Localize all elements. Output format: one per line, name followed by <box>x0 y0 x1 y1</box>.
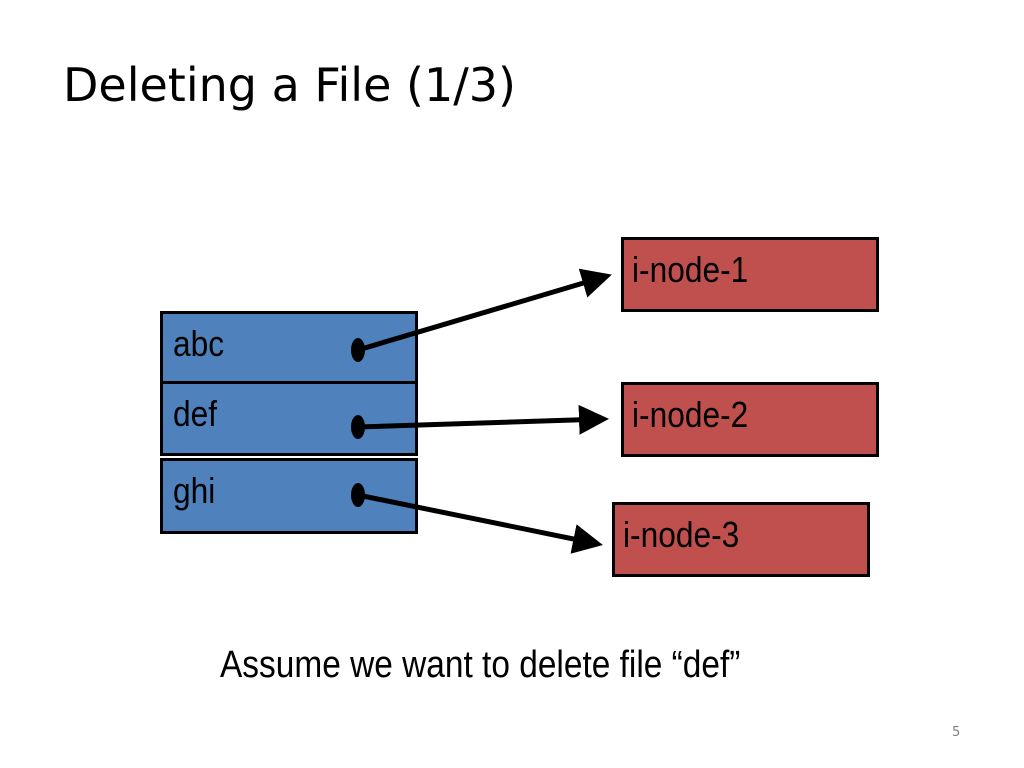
directory-entry-name: ghi <box>173 470 216 511</box>
inode-label: i-node-3 <box>623 514 740 555</box>
directory-entry-ghi: ghi <box>160 458 418 534</box>
directory-entry-def: def <box>160 381 418 456</box>
slide-title: Deleting a File (1/3) <box>63 58 516 112</box>
directory-entry-name: abc <box>173 323 225 364</box>
inode-3-box: i-node-3 <box>612 502 870 577</box>
inode-label: i-node-1 <box>632 249 749 290</box>
inode-1-box: i-node-1 <box>621 237 879 312</box>
directory-entry-abc: abc <box>160 311 418 384</box>
page-number: 5 <box>952 725 961 740</box>
directory-entry-name: def <box>173 393 218 434</box>
inode-2-box: i-node-2 <box>621 382 879 457</box>
caption: Assume we want to delete file “def” <box>220 644 741 686</box>
inode-label: i-node-2 <box>632 394 749 435</box>
